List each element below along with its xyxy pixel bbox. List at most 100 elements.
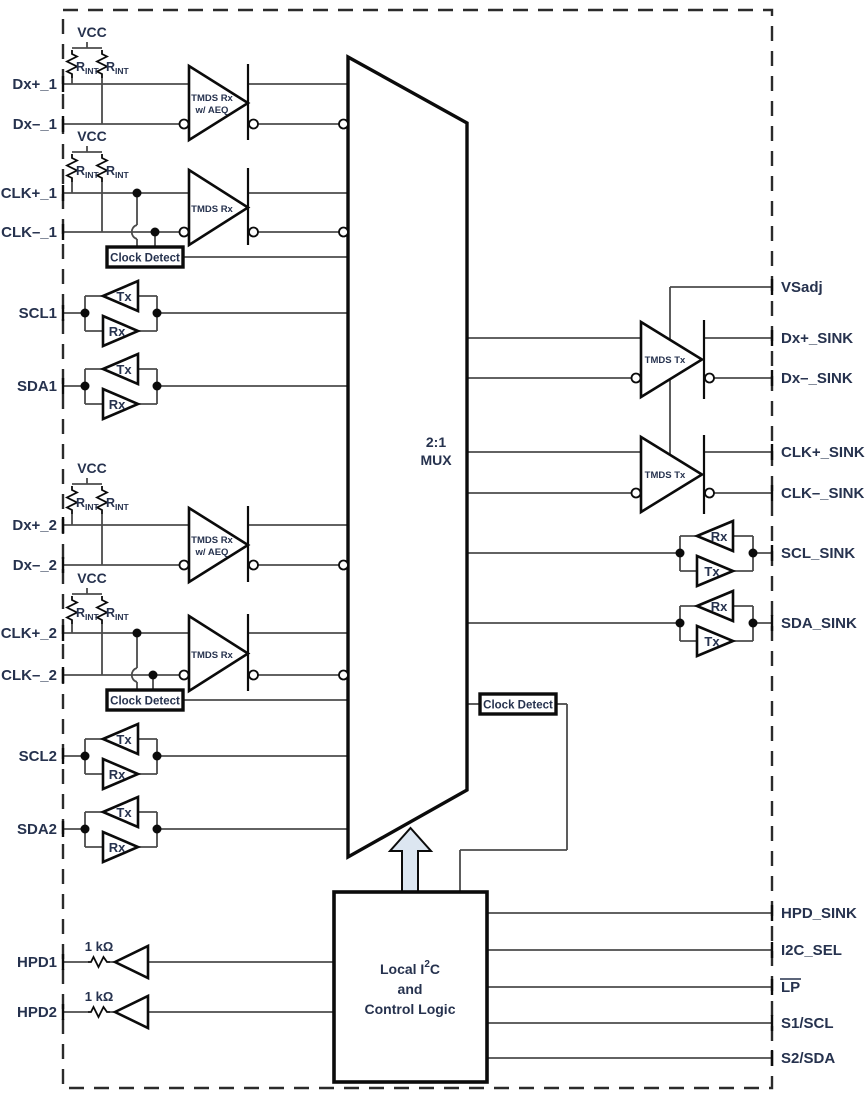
- invert-bubble: [248, 559, 259, 571]
- tmds-rx-aeq-ch2: TMDS Rx w/ AEQ: [178, 505, 259, 585]
- right-pins: VSadj Dx+_SINK Dx–_SINK CLK+_SINK CLK–_S…: [770, 279, 865, 1067]
- invert-bubble: [630, 372, 642, 384]
- clock-detect-sink: Clock Detect: [478, 692, 558, 716]
- tmds-rx-aeq-ch1: TMDS Rx w/ AEQ: [178, 63, 259, 143]
- tx-label: Tx: [704, 634, 720, 649]
- rx-label: Rx: [109, 840, 126, 855]
- pin-s1-scl: S1/SCL: [781, 1015, 834, 1032]
- vcc-pullup-network-ch1-data: VCC RINT RINT: [66, 24, 130, 124]
- rx-label: Rx: [711, 599, 728, 614]
- tmds-rx-label: TMDS Rx: [191, 93, 233, 104]
- vcc-label: VCC: [77, 460, 107, 476]
- ddc-buffer-sda-sink: Rx Tx: [675, 589, 758, 658]
- hpd2-buffer: 1 kΩ: [85, 989, 150, 1031]
- tx-buffer: [695, 624, 737, 658]
- pin-scl1: SCL1: [19, 305, 57, 322]
- pin-clkn1: CLK–_1: [1, 224, 57, 241]
- rx-label: Rx: [109, 397, 126, 412]
- ddc-buffer-sda2: Tx Rx: [80, 795, 162, 864]
- invert-bubble: [338, 669, 349, 681]
- invert-bubble: [248, 118, 259, 130]
- rx-buffer: [693, 519, 735, 553]
- pin-dxn1: Dx–_1: [13, 116, 57, 133]
- rx-buffer: [101, 757, 142, 791]
- control-logic-line1: Local I2C: [380, 959, 440, 977]
- pin-vsadj: VSadj: [781, 279, 823, 296]
- tx-label: Tx: [116, 362, 132, 377]
- pin-scl-sink: SCL_SINK: [781, 545, 855, 562]
- invert-bubble: [248, 226, 259, 238]
- clock-detect-label: Clock Detect: [483, 700, 553, 712]
- tx-buffer: [99, 795, 140, 829]
- rint-label: RINT: [76, 496, 100, 512]
- tx-label: Tx: [116, 289, 132, 304]
- control-logic-line2: and: [398, 981, 423, 997]
- rx-label: Rx: [711, 529, 728, 544]
- tmds-rx-label: TMDS Rx: [191, 204, 233, 215]
- vcc-label: VCC: [77, 570, 107, 586]
- invert-bubble: [178, 559, 190, 571]
- left-pins: Dx+_1 Dx–_1 CLK+_1 CLK–_1 SCL1 SDA1 Dx+_…: [1, 76, 65, 1021]
- hpd-buffer-triangle: [112, 993, 150, 1031]
- tx-label: Tx: [116, 732, 132, 747]
- invert-bubble: [704, 372, 715, 384]
- invert-bubble: [178, 118, 190, 130]
- tx-label: Tx: [116, 805, 132, 820]
- clock-detect-label: Clock Detect: [110, 253, 180, 265]
- tmds-tx-clk: TMDS Tx: [630, 434, 715, 515]
- invert-bubble: [338, 226, 349, 238]
- pin-sda2: SDA2: [17, 821, 57, 838]
- invert-bubble: [178, 226, 190, 238]
- vcc-label: VCC: [77, 128, 107, 144]
- rx-label: Rx: [109, 767, 126, 782]
- hpd-buffer-triangle: [112, 943, 150, 981]
- pin-i2c-sel: I2C_SEL: [781, 942, 842, 959]
- rint-label: RINT: [106, 496, 130, 512]
- aeq-label: w/ AEQ: [195, 105, 229, 116]
- pin-dxn2: Dx–_2: [13, 557, 57, 574]
- hpd-resistor-label: 1 kΩ: [85, 939, 114, 954]
- rint-label: RINT: [106, 60, 130, 76]
- invert-bubble: [338, 118, 349, 130]
- pin-scl2: SCL2: [19, 748, 57, 765]
- mux-label-ratio: 2:1: [426, 434, 446, 450]
- invert-bubble: [248, 669, 259, 681]
- pin-clkp2: CLK+_2: [1, 625, 57, 642]
- hpd-resistor-label: 1 kΩ: [85, 989, 114, 1004]
- tx-buffer: [695, 554, 737, 588]
- clock-detect-label: Clock Detect: [110, 696, 180, 708]
- rint-label: RINT: [76, 164, 100, 180]
- rx-buffer: [693, 589, 735, 623]
- tmds-tx-data: TMDS Tx: [630, 319, 715, 400]
- tx-buffer: [99, 352, 140, 386]
- tx-label: Tx: [704, 564, 720, 579]
- rx-buffer: [101, 830, 142, 864]
- invert-bubble: [704, 487, 715, 499]
- control-logic-block: Local I2C and Control Logic: [332, 890, 489, 1084]
- pin-dxp1: Dx+_1: [12, 76, 57, 93]
- vcc-pullup-network-ch2-data: VCC RINT RINT: [66, 460, 130, 565]
- rint-label: RINT: [76, 606, 100, 622]
- rx-label: Rx: [109, 324, 126, 339]
- pin-sda-sink: SDA_SINK: [781, 615, 857, 632]
- mux-label: MUX: [420, 452, 452, 468]
- invert-bubble: [338, 559, 349, 571]
- tmds-rx-ch2-clk: TMDS Rx: [178, 613, 259, 694]
- pin-dxp2: Dx+_2: [12, 517, 57, 534]
- ddc-buffer-sda1: Tx Rx: [80, 352, 162, 421]
- rint-label: RINT: [106, 606, 130, 622]
- aeq-label: w/ AEQ: [195, 547, 229, 558]
- pin-lp: LP: [781, 979, 800, 996]
- pin-hpd1: HPD1: [17, 954, 57, 971]
- rx-buffer: [101, 387, 142, 421]
- pin-clkn2: CLK–_2: [1, 667, 57, 684]
- vcc-pullup-network-ch2-clk: VCC RINT RINT: [66, 570, 130, 675]
- hpd1-buffer: 1 kΩ: [85, 939, 150, 981]
- tmds-tx-label: TMDS Tx: [645, 470, 686, 481]
- mux-2to1: 2:1 MUX: [338, 54, 469, 860]
- device-boundary: [61, 8, 774, 1090]
- pin-clkn-sink: CLK–_SINK: [781, 485, 865, 502]
- tx-buffer: [99, 279, 140, 313]
